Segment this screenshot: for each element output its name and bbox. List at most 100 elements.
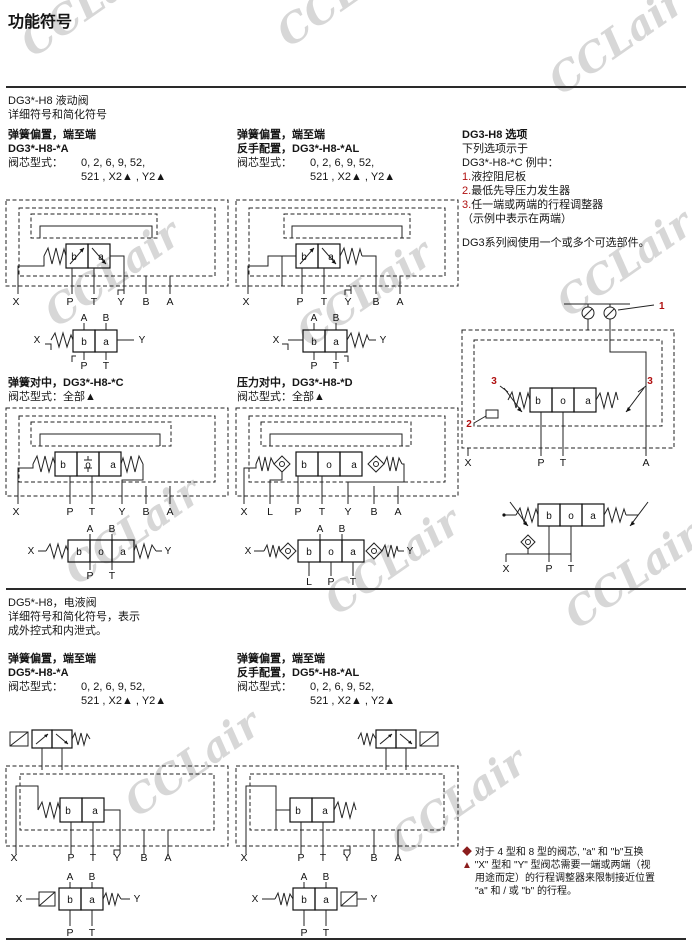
callout-2: 2 bbox=[466, 419, 472, 430]
spool-values-2: 521 , X2▲ , Y2▲ bbox=[81, 695, 167, 707]
port-label: X bbox=[242, 296, 249, 308]
cell-label: b bbox=[81, 337, 87, 348]
port-label: A bbox=[164, 852, 171, 862]
cell-label: a bbox=[92, 806, 98, 817]
cell-label: a bbox=[120, 547, 126, 558]
dg3-options-block: DG3-H8 选项 下列选项示于 DG3*-H8-*C 例中： 1.液控阻尼板 … bbox=[462, 128, 662, 250]
dg3-a-simplified-svg: A B b a X Y P T bbox=[34, 313, 146, 372]
dg3-options-simplified-symbol: b o a X P T bbox=[468, 474, 668, 581]
dg5-al-title2: 反手配置，DG5*-H8-*AL bbox=[237, 667, 360, 679]
port-label: T bbox=[321, 296, 328, 308]
port-label: P bbox=[66, 296, 73, 308]
port-label: L bbox=[306, 576, 312, 586]
dg3-d-header: 压力对中，DG3*-H8-*D 阀芯型式：全部▲ bbox=[237, 376, 353, 404]
port-label: L bbox=[267, 506, 273, 518]
port-label: T bbox=[568, 563, 575, 575]
dg3-al-simplified-svg: A B b a X Y P T bbox=[273, 313, 387, 372]
cell-label: a bbox=[110, 460, 116, 471]
cell-label: b bbox=[301, 895, 307, 906]
cell-label: o bbox=[328, 547, 334, 558]
dg3-section-heading: DG3*-H8 液动阀 详细符号和简化符号 bbox=[8, 94, 107, 122]
port-label: Y bbox=[165, 546, 172, 557]
dg3-options-detailed-svg: 1 b o a 3 3 2 X bbox=[461, 301, 675, 469]
cell-label: o bbox=[85, 460, 91, 471]
dg3-d-detailed-svg: b o a X L P T Y B A bbox=[235, 407, 459, 518]
port-label: A bbox=[642, 457, 649, 468]
cell-label: b bbox=[67, 895, 73, 906]
dg3-d-simplified-symbol: A B b o a X Y L P T bbox=[240, 524, 415, 591]
dg5-heading-line3: 成外控式和内泄式。 bbox=[8, 625, 107, 637]
port-label: Y bbox=[139, 335, 146, 346]
dg3-a-title1: 弹簧偏置，端至端 bbox=[8, 129, 96, 141]
dg3-options-usage: DG3系列阀使用一个或多个可选部件。 bbox=[462, 237, 650, 249]
cell-label: a bbox=[323, 895, 329, 906]
port-label: X bbox=[12, 506, 19, 518]
port-label: A bbox=[67, 872, 74, 883]
port-label: P bbox=[67, 852, 74, 862]
cell-label: a bbox=[322, 806, 328, 817]
port-label: Y bbox=[134, 894, 141, 905]
dg5-a-header: 弹簧偏置，端至端 DG5*-H8-*A 阀芯型式： 0, 2, 6, 9, 52… bbox=[8, 652, 166, 708]
port-label: T bbox=[103, 360, 110, 370]
footnote-1-text: 对于 4 型和 8 型的阀芯, "a" 和 "b"互换 bbox=[474, 847, 644, 858]
divider-top bbox=[6, 86, 686, 88]
callout-3: 3 bbox=[647, 376, 653, 387]
port-label: P bbox=[297, 852, 304, 862]
port-label: Y bbox=[407, 546, 414, 557]
port-label: Y bbox=[113, 852, 120, 862]
cell-label: a bbox=[98, 252, 104, 263]
port-label: B bbox=[89, 872, 96, 883]
port-label: P bbox=[545, 563, 552, 575]
dg3-d-simplified-svg: A B b o a X Y L P T bbox=[245, 524, 414, 588]
cell-label: a bbox=[89, 895, 95, 906]
dg3-option-item2: 2.最低先导压力发生器 bbox=[462, 184, 662, 198]
port-label: B bbox=[109, 524, 116, 535]
port-label: X bbox=[273, 335, 280, 346]
dg3-options-title: DG3-H8 选项 bbox=[462, 129, 528, 141]
dg3-options-detailed-symbol: 1 b o a 3 3 2 X bbox=[460, 296, 690, 473]
cell-label: a bbox=[103, 337, 109, 348]
dg3-al-simplified-symbol: A B b a X Y P T bbox=[248, 312, 398, 375]
port-label: Y bbox=[344, 296, 351, 308]
dg3-a-detailed-symbol: b a X P T Y B A bbox=[4, 196, 232, 313]
dg3-c-detailed-symbol: b o a X P T Y B A bbox=[4, 402, 232, 525]
option-3-text: 任一端或两端的行程调整器 bbox=[471, 199, 604, 211]
dg3-heading-line1: DG3*-H8 液动阀 bbox=[8, 95, 89, 107]
cell-label: a bbox=[590, 511, 596, 522]
dg5-al-detailed-svg: b a X P T Y B A bbox=[235, 729, 459, 864]
port-label: A bbox=[166, 296, 173, 308]
port-label: B bbox=[372, 296, 379, 308]
spool-values-1: 0, 2, 6, 9, 52, bbox=[310, 157, 375, 169]
dg3-al-header: 弹簧偏置，端至端 反手配置，DG3*-H8-*AL 阀芯型式： 0, 2, 6,… bbox=[237, 128, 395, 184]
callout-1: 1 bbox=[659, 301, 665, 312]
port-label: P bbox=[310, 360, 317, 370]
cell-label: b bbox=[60, 460, 66, 471]
dg3-a-detailed-svg: b a X P T Y B A bbox=[5, 199, 229, 308]
footnote-2-text1: "X" 型和 "Y" 型阀芯需要一端或两端（视 bbox=[474, 860, 651, 871]
port-label: Y bbox=[344, 506, 351, 518]
port-label: T bbox=[89, 506, 96, 518]
callout-3: 3 bbox=[491, 376, 497, 387]
cell-label: b bbox=[65, 806, 71, 817]
watermark: CCLair bbox=[540, 0, 692, 105]
spool-type-label: 阀芯型式： bbox=[8, 681, 63, 693]
spool-type-label: 阀芯型式： bbox=[237, 681, 292, 693]
dg3-al-detailed-symbol: b a X P T Y B A bbox=[234, 196, 462, 313]
dg3-a-header: 弹簧偏置，端至端 DG3*-H8-*A 阀芯型式： 0, 2, 6, 9, 52… bbox=[8, 128, 166, 184]
port-label: A bbox=[81, 313, 88, 324]
watermark: CCLair bbox=[268, 0, 421, 57]
cell-label: a bbox=[328, 252, 334, 263]
dg3-c-detailed-svg: b o a X P T Y B A bbox=[5, 407, 229, 518]
spool-type-label: 阀芯型式： bbox=[8, 157, 63, 169]
dg3-a-simplified-symbol: A B b a X Y P T bbox=[18, 312, 168, 375]
cell-label: b bbox=[535, 396, 541, 407]
cell-label: a bbox=[333, 337, 339, 348]
dg3-d-spool: 阀芯型式：全部▲ bbox=[237, 391, 325, 403]
port-label: X bbox=[464, 457, 471, 468]
dg3-c-header: 弹簧对中，DG3*-H8-*C 阀芯型式：全部▲ bbox=[8, 376, 124, 404]
port-label: A bbox=[311, 313, 318, 324]
option-3-number: 3. bbox=[462, 199, 472, 211]
dg3-c-simplified-svg: A B b o a X Y P T bbox=[28, 524, 172, 582]
option-2-text: 最低先导压力发生器 bbox=[471, 185, 571, 197]
dg5-al-title1: 弹簧偏置，端至端 bbox=[237, 653, 325, 665]
